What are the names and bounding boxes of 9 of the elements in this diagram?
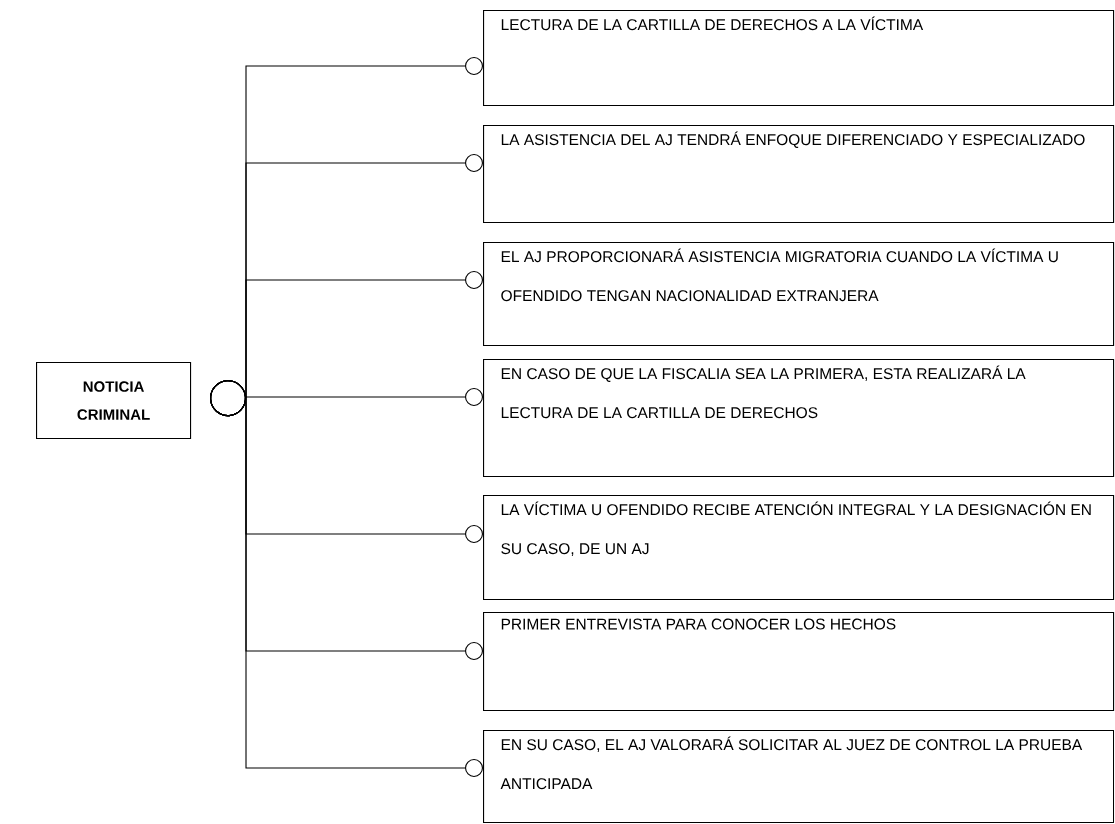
text-box: EN CASO DE QUE LA FISCALIA SEA LA PRIMERA, ESTA REALIZARÁ LA LECTURA DE LA CARTILLA DE DERECHOS: [483, 359, 1115, 478]
text-box: LA ASISTENCIA DEL AJ TENDRÁ ENFOQUE DIFERENCIADO Y ESPECIALIZADO: [483, 125, 1115, 224]
text-box: EN SU CASO, EL AJ VALORARÁ SOLICITAR AL JUEZ DE CONTROL LA PRUEBA ANTICIPADA: [483, 730, 1115, 824]
topic-box: NOTICIA CRIMINAL: [36, 362, 192, 440]
connector: [210, 380, 483, 777]
text-box: PRIMER ENTREVISTA PARA CONOCER LOS HECHOS: [483, 612, 1115, 712]
text-box: LECTURA DE LA CARTILLA DE DERECHOS A LA VÍCTIMA: [483, 10, 1115, 107]
text-box: EL AJ PROPORCIONARÁ ASISTENCIA MIGRATORIA CUANDO LA VÍCTIMA U OFENDIDO TENGAN NACIONALIDAD EXTRANJERA: [483, 242, 1115, 347]
text-box: LA VÍCTIMA U OFENDIDO RECIBE ATENCIÓN INTEGRAL Y LA DESIGNACIÓN EN SU CASO, DE UN AJ: [483, 495, 1115, 601]
